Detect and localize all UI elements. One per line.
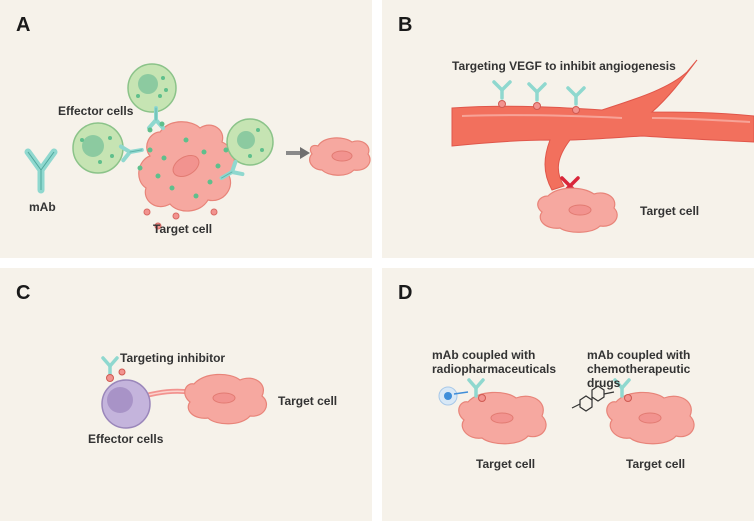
panel-a-illustration: [24, 63, 371, 230]
target-cell-d-left: [458, 391, 547, 445]
target-cell-label-d-right: Target cell: [626, 457, 686, 471]
target-cell-label-d-left: Target cell: [476, 457, 536, 471]
effector-cells-label: Effector cells: [58, 104, 134, 118]
panel-c: C Targeting inhibitor Effector cells Tar…: [0, 268, 372, 521]
vegf-antibody-2: [527, 82, 547, 110]
targeting-inhibitor-label: Targeting inhibitor: [120, 351, 226, 365]
effector-cells-label-c: Effector cells: [88, 432, 164, 446]
antibody-left: [118, 141, 146, 163]
effector-cell-top: [127, 63, 177, 113]
panel-letter-c: C: [16, 282, 31, 304]
target-cell-small: [309, 137, 371, 176]
target-cell-c: [184, 373, 267, 425]
cell-connection: [143, 388, 191, 399]
target-cell-b: [537, 187, 618, 233]
panel-letter-d: D: [398, 282, 413, 304]
effector-cell-right: [226, 118, 274, 166]
effector-cell-purple: [101, 379, 151, 429]
radio-conjugate: [438, 378, 486, 406]
panel-b: B Targeting VEGF to inhibit angiogenesis…: [382, 0, 754, 258]
chemo-conjugate: [571, 378, 632, 412]
panel-b-illustration: [451, 59, 754, 233]
target-cell-label: Target cell: [153, 222, 213, 236]
panel-c-illustration: [101, 356, 267, 429]
vegf-antibody-1: [492, 80, 512, 108]
mab-label: mAb: [29, 200, 56, 214]
inhibitor-antibody: [101, 356, 126, 382]
arrow-icon: [286, 147, 310, 159]
panel-d-illustration: [438, 378, 695, 445]
panel-letter-b: B: [398, 14, 413, 36]
panel-a: A Effector cells mAb Target cell: [0, 0, 372, 258]
blood-vessel: [451, 59, 754, 191]
panel-d: D mAb coupled with radiopharmaceuticals …: [382, 268, 754, 521]
effector-cell-left: [72, 122, 124, 174]
chemo-label: mAb coupled with chemotherapeutic drugs: [587, 348, 691, 390]
target-cell-d-right: [606, 391, 695, 445]
panel-letter-a: A: [16, 14, 31, 36]
vegf-label: Targeting VEGF to inhibit angiogenesis: [452, 59, 676, 73]
mab-icon: [24, 148, 58, 194]
vegf-antibody-3: [566, 86, 586, 114]
target-cell-central: [138, 121, 235, 230]
radio-label: mAb coupled with radiopharmaceuticals: [432, 348, 557, 376]
target-cell-label-b: Target cell: [640, 204, 700, 218]
target-cell-label-c: Target cell: [278, 394, 338, 408]
